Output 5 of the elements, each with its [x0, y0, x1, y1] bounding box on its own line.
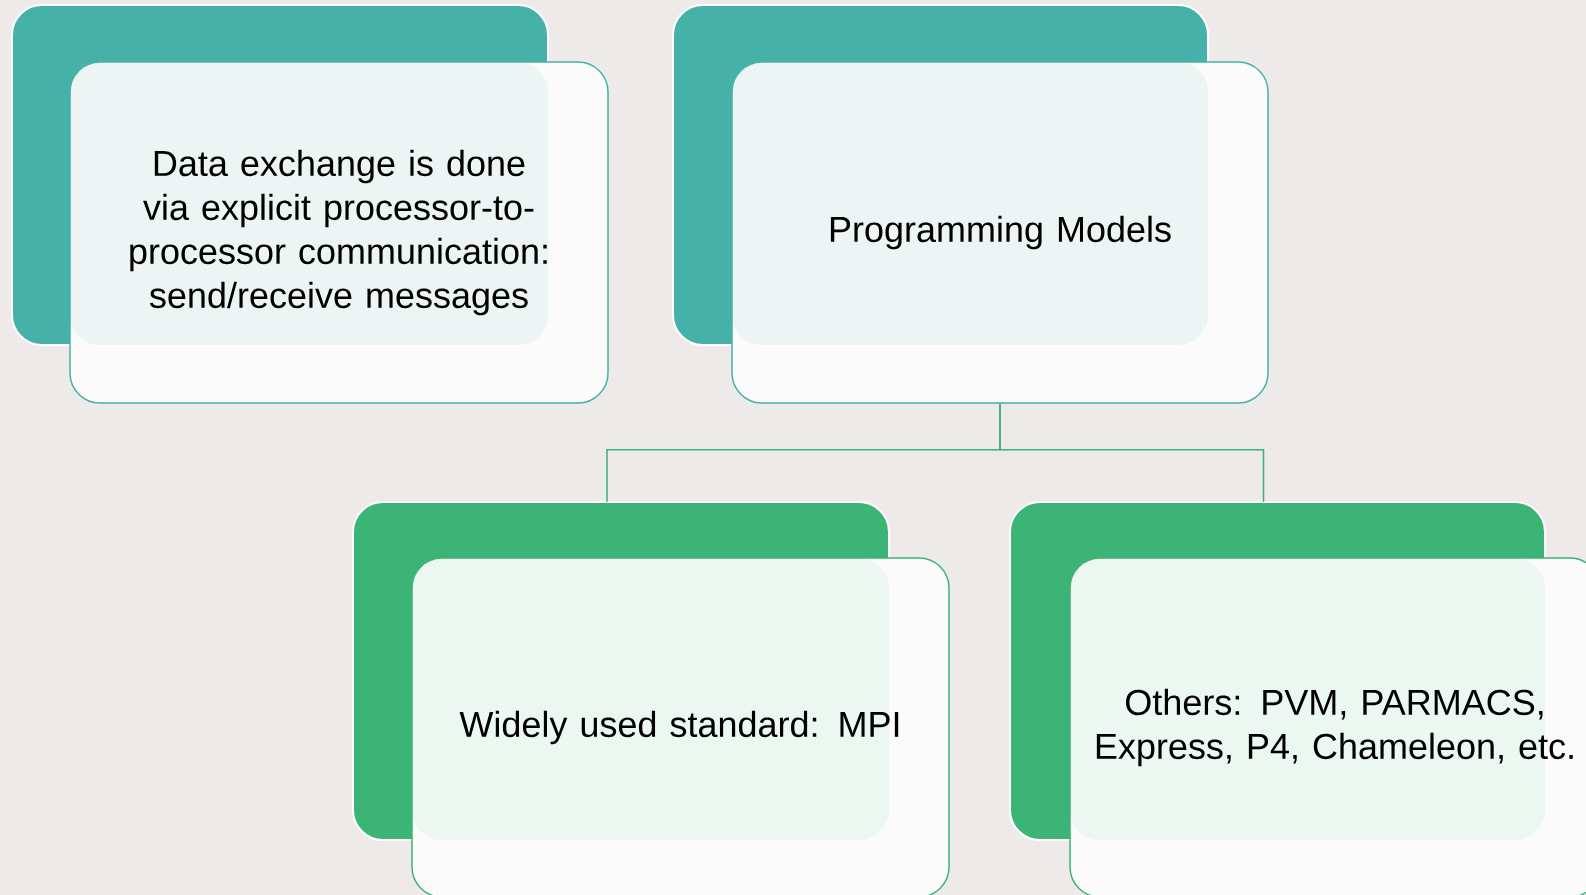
card-box: Widely used standard: MPI — [352, 501, 950, 895]
connector-line — [999, 403, 1265, 503]
card-box: Data exchange is done via explicit processor-to-processor communication: send/receive messages — [11, 4, 609, 404]
card-box: Programming Models — [672, 4, 1269, 404]
card-box: Others: PVM, PARMACS, Express, P4, Chameleon, etc. — [1009, 501, 1586, 895]
